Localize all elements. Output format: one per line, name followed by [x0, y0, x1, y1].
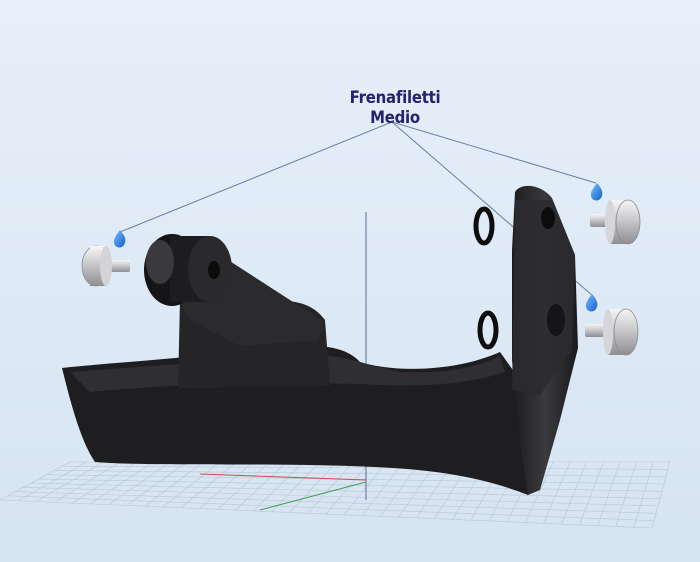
left-boss-hole: [208, 261, 220, 279]
grid-line: [235, 461, 287, 511]
bracket-right-gusset: [512, 200, 575, 395]
grid-line: [54, 470, 667, 477]
grid-line: [651, 461, 671, 529]
grid-line: [253, 461, 304, 512]
bracket[interactable]: [62, 185, 578, 495]
grid-line: [307, 461, 354, 514]
grid-line: [90, 461, 154, 505]
grid-line: [217, 461, 271, 510]
grid-line: [23, 487, 659, 507]
grid-line: [17, 461, 87, 502]
grid-line: [325, 461, 371, 515]
grid-line: [199, 461, 254, 509]
grid-line: [180, 461, 237, 509]
grid-line: [38, 478, 663, 492]
leader-line-left: [119, 121, 393, 233]
grid-line: [15, 491, 657, 514]
bolt-upper-right[interactable]: [590, 199, 641, 245]
grid-line: [524, 461, 554, 523]
grid-line: [162, 461, 221, 508]
grid-line: [633, 461, 654, 528]
bolt-left[interactable]: [81, 245, 130, 287]
threadlock-drop-left-icon: [113, 230, 126, 248]
grid-line: [597, 461, 621, 526]
grid-line: [271, 461, 321, 512]
bolt-lower-right[interactable]: [585, 308, 639, 356]
threadlock-drop-upper-right-icon: [590, 183, 603, 201]
grid-line: [361, 461, 404, 516]
grid-line: [144, 461, 204, 507]
grid-line: [0, 461, 71, 501]
right-upper-hole: [541, 207, 555, 229]
x-axis-line: [199, 473, 367, 481]
grid-line: [0, 499, 653, 529]
grid-line: [108, 461, 171, 505]
ground-grid: [0, 461, 671, 529]
grid-line: [54, 461, 121, 503]
grid-line: [62, 465, 669, 470]
grid-line: [615, 461, 637, 527]
grid-line: [36, 461, 104, 502]
grid-line: [72, 461, 137, 504]
grid-line: [7, 495, 655, 521]
grid-line: [543, 461, 571, 524]
left-boss-rim: [146, 240, 174, 284]
grid-line: [31, 482, 661, 499]
o-ring-upper[interactable]: [473, 206, 495, 246]
grid-line: [343, 461, 387, 515]
right-lower-hole: [547, 304, 565, 336]
y-axis-line: [259, 481, 367, 511]
grid-line: [126, 461, 187, 506]
threadlocker-callout-label: Frenafiletti Medio: [349, 88, 441, 128]
grid-line: [579, 461, 604, 525]
grid-line: [561, 461, 587, 525]
grid-line: [289, 461, 337, 513]
leader-line-upper-right: [391, 121, 597, 184]
grid-line: [380, 461, 421, 517]
o-ring-lower[interactable]: [477, 310, 499, 350]
threadlock-drop-lower-right-icon: [585, 294, 598, 312]
